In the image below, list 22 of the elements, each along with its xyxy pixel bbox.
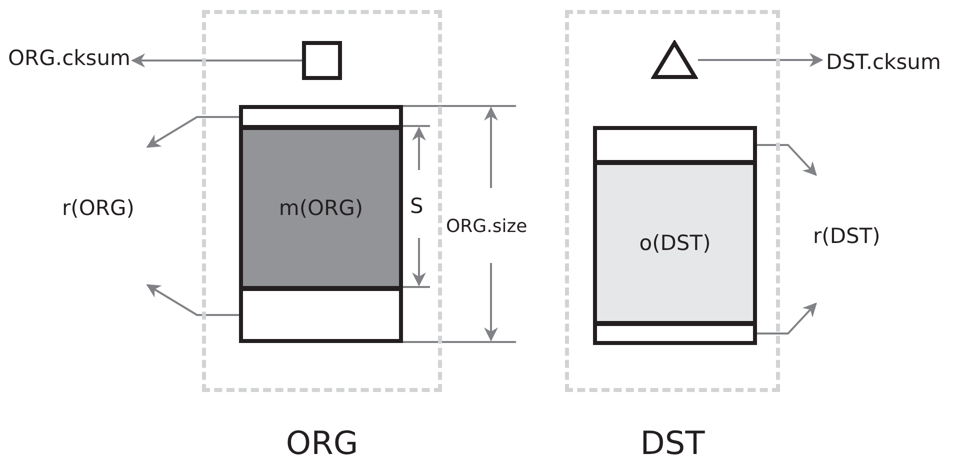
- dimension-label: ORG.size: [446, 218, 528, 236]
- text-label: r(DST): [813, 226, 880, 247]
- text-label: ORG.cksum: [8, 48, 130, 69]
- region-title: ORG: [284, 427, 360, 459]
- dimension-label: S: [410, 196, 424, 217]
- arrow: [757, 144, 817, 176]
- arrow: [757, 302, 817, 334]
- text-label: DST.cksum: [826, 52, 941, 73]
- region-title: DST: [639, 427, 706, 459]
- file-section: [593, 126, 757, 164]
- arrow: [131, 54, 302, 68]
- square-shape: [302, 41, 342, 80]
- file-section: [593, 161, 757, 325]
- file-section: [593, 322, 757, 345]
- section-label: o(DST): [638, 233, 712, 254]
- text-label: r(ORG): [62, 198, 134, 219]
- arrow: [146, 284, 239, 316]
- arrow: [698, 53, 824, 67]
- section-label: m(ORG): [278, 198, 364, 219]
- file-section: [239, 287, 403, 343]
- file-section: [239, 126, 403, 290]
- arrow: [146, 116, 239, 148]
